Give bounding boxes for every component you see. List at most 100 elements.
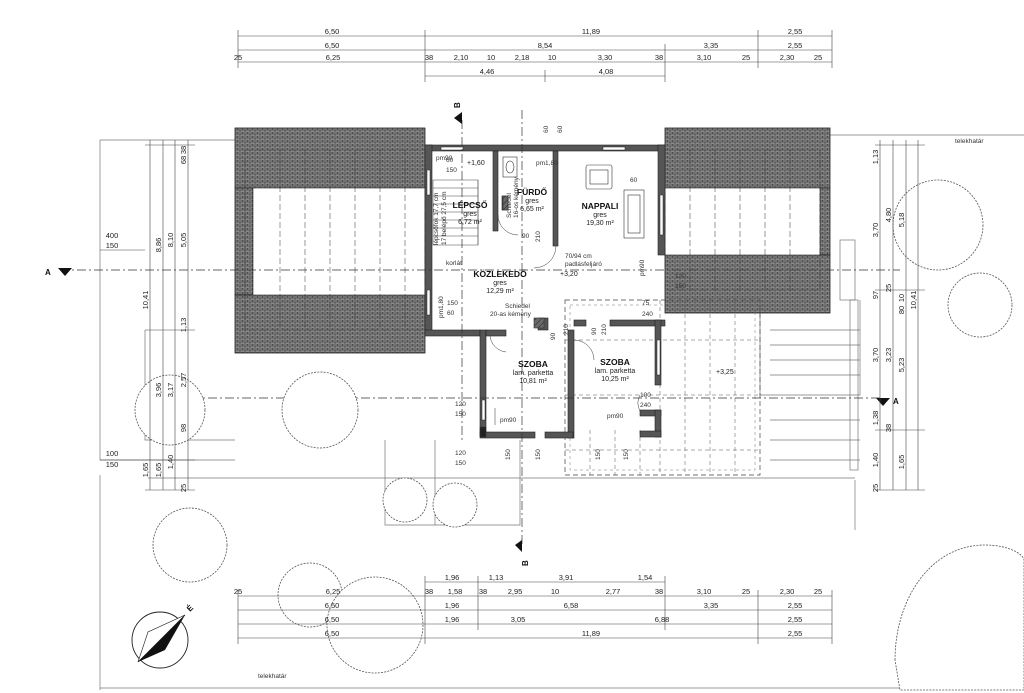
dim-text: 3,05 xyxy=(511,615,526,624)
dim-text: 25 xyxy=(814,587,822,596)
section-b-bottom: B xyxy=(521,560,530,566)
opening-text: 60 xyxy=(630,177,638,184)
chimney-note: Schiedel xyxy=(505,303,530,310)
boundary-label-bottom: telekhatár xyxy=(258,673,287,680)
dim-text: 25 xyxy=(742,53,750,62)
attic-hatch-size: 70/94 cm xyxy=(565,253,592,260)
room-floor: gres xyxy=(593,212,607,219)
dim-text: 38 xyxy=(425,53,433,62)
section-lines xyxy=(58,110,900,552)
dims-top-r2: 6,50 8,54 3,35 2,55 xyxy=(325,41,803,50)
dims-bottom-r2: 25 6,25 38 1,58 38 2,95 10 2,77 38 3,10 … xyxy=(234,587,822,596)
annotations: lépcsőfok 17,7 cm 17 belépő 27,5 cm korl… xyxy=(433,176,602,318)
chimney-note: 16-os kémény xyxy=(513,176,520,218)
section-labels: A A B B xyxy=(45,102,899,566)
opening-text: 90 xyxy=(550,332,557,340)
opening-labels: pm90 pm1,80 60 150 60 90 210 pm90 120 15… xyxy=(436,125,686,467)
opening-text: pm1,80 xyxy=(438,296,445,318)
dims-top: 6,50 11,89 2,55 6,50 8,54 3,35 2,55 25 6… xyxy=(234,27,833,82)
dim-text: 1,65 xyxy=(141,463,150,478)
dim-text: 97 xyxy=(871,291,880,299)
staircase xyxy=(432,179,479,246)
dim-text: 4,80 xyxy=(884,208,893,223)
opening-text: 60 xyxy=(543,125,550,133)
level-text: +1,60 xyxy=(467,160,485,167)
opening-text: 150 xyxy=(623,449,630,460)
room-szoba-2: SZOBA lam. parketta 10,25 m² xyxy=(595,357,636,383)
dim-text: 3,17 xyxy=(166,383,175,398)
dim-text: 1,13 xyxy=(871,150,880,165)
dim-text: 1,40 xyxy=(166,455,175,470)
dim-text: 100 xyxy=(106,449,119,458)
doors xyxy=(479,214,641,438)
opening-text: 90 xyxy=(522,233,530,240)
stair-tread-note: 17 belépő 27,5 cm xyxy=(441,192,448,245)
dim-text: 25 xyxy=(234,53,242,62)
dim-text: 3,35 xyxy=(704,601,719,610)
dim-text: 10,41 xyxy=(141,291,150,310)
dim-text: 10 xyxy=(551,587,559,596)
dim-text: 25 xyxy=(814,53,822,62)
section-a-right: A xyxy=(893,397,899,406)
dim-text: 5,05 xyxy=(179,233,188,248)
room-area: 19,30 m² xyxy=(586,220,614,227)
dim-text: 1,38 xyxy=(871,411,880,426)
dim-text: 1,96 xyxy=(445,601,460,610)
room-area: 10,81 m² xyxy=(519,378,547,385)
room-name: NAPPALI xyxy=(582,201,619,211)
room-furdo: FÜRDŐ gres 6,65 m² xyxy=(517,186,548,213)
dim-text: 3,96 xyxy=(154,383,163,398)
dim-text: 1,65 xyxy=(897,455,906,470)
dim-text: 2,55 xyxy=(788,629,803,638)
dims-bottom-r4: 6,50 1,96 3,05 6,88 2,55 xyxy=(325,615,803,624)
dim-text: 6,88 xyxy=(655,615,670,624)
opening-text: pm90 xyxy=(436,155,453,162)
dims-top-r3: 25 6,25 38 2,10 10 2,18 10 3,30 38 3,10 … xyxy=(234,53,822,62)
dim-text: 25 xyxy=(884,284,893,292)
trees xyxy=(134,179,1024,691)
room-nappali: NAPPALI gres 19,30 m² xyxy=(582,201,619,227)
dims-left: 10,41 1,65 8,86 3,96 1,65 8,10 3,17 1,40… xyxy=(100,140,195,492)
opening-text: 150 xyxy=(455,460,466,467)
windows xyxy=(426,146,664,421)
room-kozlekedo: KÖZLEKEDŐ gres 12,29 m² xyxy=(473,268,527,295)
dim-text: 38 xyxy=(884,424,893,432)
dim-text: 1,40 xyxy=(871,453,880,468)
dim-text: 3,91 xyxy=(559,573,574,582)
room-area: 12,29 m² xyxy=(486,288,514,295)
dim-text: 98 xyxy=(179,424,188,432)
room-area: 6,72 m² xyxy=(458,219,482,226)
dim-text: 10 xyxy=(487,53,495,62)
dim-text: 2,95 xyxy=(508,587,523,596)
dim-text: 10 xyxy=(897,294,906,302)
room-lepcso: LÉPCSŐ gres 6,72 m² xyxy=(453,199,488,226)
dim-text: 6,25 xyxy=(326,587,341,596)
opening-text: 240 xyxy=(640,402,651,409)
opening-text: 150 xyxy=(455,411,466,418)
room-floor: lam. parketta xyxy=(595,368,636,375)
dim-text: 6,50 xyxy=(325,629,340,638)
room-szoba-1: SZOBA lam. parketta 10,81 m² xyxy=(513,359,554,385)
stair-step-note: lépcsőfok 17,7 cm xyxy=(433,193,440,245)
level-markers: +1,60 +3,20 +3,25 xyxy=(467,160,734,376)
dim-text: 3,23 xyxy=(884,348,893,363)
dim-text: 2,55 xyxy=(788,601,803,610)
dim-text: 1,96 xyxy=(445,573,460,582)
room-floor: gres xyxy=(493,280,507,287)
dim-text: 1,13 xyxy=(179,318,188,333)
room-name: FÜRDŐ xyxy=(517,186,548,197)
dim-text: 38 xyxy=(425,587,433,596)
north-arrow xyxy=(131,611,189,669)
dim-text: 6,50 xyxy=(325,41,340,50)
boundary-label-top: telekhatár xyxy=(955,138,984,145)
opening-text: 150 xyxy=(675,283,686,290)
opening-text: 120 xyxy=(455,401,466,408)
dims-bottom-r3: 6,50 1,96 6,58 3,35 2,55 xyxy=(325,601,803,610)
opening-text: pm1,80 xyxy=(536,160,558,167)
opening-text: 210 xyxy=(601,324,608,335)
dims-top-r4: 4,46 4,08 xyxy=(480,67,614,76)
dim-text: 3,10 xyxy=(697,53,712,62)
room-floor: gres xyxy=(525,198,539,205)
dim-text: 68 xyxy=(179,156,188,164)
